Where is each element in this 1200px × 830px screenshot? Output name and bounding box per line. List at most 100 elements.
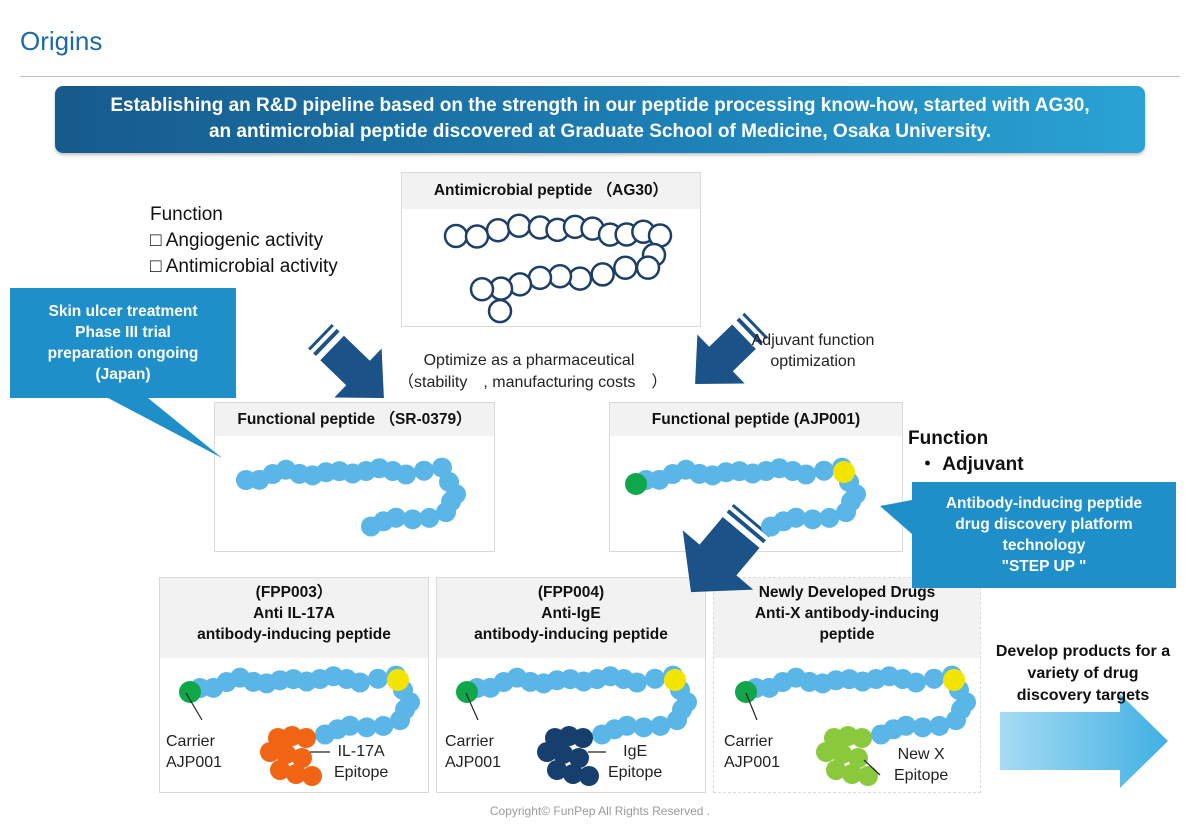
- carrier-label-line: Carrier: [724, 733, 773, 750]
- ag30-title: Antimicrobial peptide （AG30）: [402, 173, 700, 209]
- adjuvant-line-2: optimization: [770, 353, 856, 370]
- peptide-bead: [664, 669, 686, 691]
- carrier-label-line: Carrier: [445, 733, 494, 750]
- peptide-bead: [361, 516, 381, 537]
- peptide-bead: [276, 744, 296, 764]
- peptide-bead: [802, 509, 823, 530]
- callout-line: Phase III trial: [75, 324, 171, 341]
- optimize-line-2: （stability , manufacturing costs ）: [398, 374, 668, 391]
- peptide-bead: [645, 668, 665, 689]
- peptide-bead: [569, 748, 589, 768]
- epitope-label-line: IgE: [623, 743, 648, 760]
- skin-ulcer-callout-shape: [10, 288, 236, 458]
- peptide-bead: [946, 710, 966, 731]
- arrow-to-sr0379: [308, 323, 384, 399]
- epitope-label-line: Epitope: [894, 767, 949, 784]
- new-peptide-chain: [735, 665, 976, 786]
- peptide-bead: [469, 277, 495, 302]
- carrier-label: Carrier AJP001: [724, 731, 780, 773]
- peptide-bead: [635, 255, 661, 280]
- function-heading: Function: [150, 204, 223, 225]
- peptide-bead: [912, 717, 933, 738]
- callout-line: technology: [1002, 537, 1086, 554]
- peptide-bead: [563, 764, 583, 784]
- title-divider: [20, 76, 1180, 77]
- optimize-label: Optimize as a pharmaceutical （stability …: [398, 350, 668, 394]
- product-header: Newly Developed Drugs Anti-X antibody-in…: [714, 578, 980, 658]
- peptide-bead: [650, 715, 671, 736]
- peptide-bead: [315, 724, 335, 745]
- peptide-bead: [924, 668, 944, 689]
- callout-line: drug discovery platform: [955, 516, 1133, 533]
- peptide-bead: [836, 502, 856, 523]
- peptide-bead: [633, 717, 654, 738]
- adjuvant-line-1: Adjuvant function: [751, 332, 875, 349]
- ajp001-peptide-chain: [625, 457, 866, 537]
- peptide-bead: [833, 461, 855, 483]
- ajp001-title: Functional peptide (AJP001): [610, 403, 902, 436]
- copyright: Copyright© FunPep All Rights Reserved .: [489, 804, 711, 818]
- peptide-bead: [796, 464, 816, 485]
- banner-line-2: an antimicrobial peptide discovered at G…: [208, 121, 992, 142]
- peptide-bead: [390, 710, 410, 731]
- epitope-label: IL-17A Epitope: [334, 741, 388, 783]
- develop-line: variety of drug: [1027, 665, 1139, 682]
- carrier-label-line: AJP001: [166, 754, 223, 771]
- ag30-peptide-chain: [443, 213, 673, 324]
- skin-ulcer-callout: Skin ulcer treatment Phase III trial pre…: [10, 301, 236, 385]
- develop-arrow: [1000, 694, 1168, 788]
- carrier-label: Carrier AJP001: [166, 731, 222, 773]
- peptide-bead: [547, 263, 573, 289]
- product-line-2: Anti-X antibody-inducing: [754, 605, 940, 622]
- peptide-bead: [848, 748, 868, 768]
- peptide-bead: [537, 742, 557, 762]
- epitope-label-line: New X: [897, 746, 945, 763]
- peptide-bead: [819, 507, 840, 528]
- function-heading: Function: [908, 428, 989, 449]
- peptide-bead: [842, 764, 862, 784]
- peptide-bead: [590, 262, 615, 287]
- page-title: Origins: [20, 26, 103, 56]
- peptide-bead: [667, 710, 687, 731]
- peptide-bead: [396, 464, 416, 485]
- function-item: □ Angiogenic activity: [150, 230, 324, 251]
- epitope-label: IgE Epitope: [608, 741, 662, 783]
- peptide-bead: [592, 724, 612, 745]
- peptide-bead: [373, 715, 394, 736]
- product-header: (FPP004) Anti-IgE antibody-inducing pept…: [437, 578, 705, 658]
- callout-line: Skin ulcer treatment: [48, 303, 198, 320]
- carrier-label-line: AJP001: [724, 754, 781, 771]
- callout-line: (Japan): [95, 366, 151, 383]
- peptide-bead: [456, 681, 478, 703]
- peptide-bead: [270, 760, 290, 780]
- peptide-bead: [579, 766, 599, 786]
- peptide-bead: [368, 668, 388, 689]
- product-header: (FPP003） Anti IL-17A antibody-inducing p…: [160, 578, 428, 658]
- peptide-bead: [761, 516, 781, 537]
- stepup-callout-shape: [880, 482, 1176, 588]
- peptide-bead: [443, 223, 469, 249]
- callout-line: Antibody-inducing peptide: [945, 495, 1143, 512]
- fpp003-peptide-chain: [179, 665, 420, 786]
- peptide-bead: [387, 669, 409, 691]
- peptide-bead: [852, 728, 872, 748]
- peptide-bead: [292, 748, 312, 768]
- adjuvant-optimization-label: Adjuvant function optimization: [728, 330, 898, 372]
- callout-line: "STEP UP ": [1001, 558, 1087, 575]
- develop-products-label: Develop products for a variety of drug d…: [978, 641, 1188, 707]
- function-item: ・ Adjuvant: [918, 454, 1024, 475]
- peptide-bead: [402, 509, 423, 530]
- epitope-label-line: Epitope: [334, 764, 389, 781]
- product-line-2: Anti IL-17A: [253, 605, 335, 622]
- peptide-bead: [464, 224, 490, 249]
- develop-line: Develop products for a: [995, 643, 1171, 660]
- peptide-bead: [816, 742, 836, 762]
- banner-line-1: Establishing an R&D pipeline based on th…: [110, 95, 1090, 116]
- peptide-bead: [506, 213, 532, 238]
- peptide-bead: [436, 502, 456, 523]
- epitope-label: New X Epitope: [894, 744, 948, 786]
- peptide-bead: [858, 766, 878, 786]
- leader-lines: [185, 692, 881, 776]
- epitope-label-line: IL-17A: [337, 743, 385, 760]
- develop-line: discovery targets: [1016, 687, 1150, 704]
